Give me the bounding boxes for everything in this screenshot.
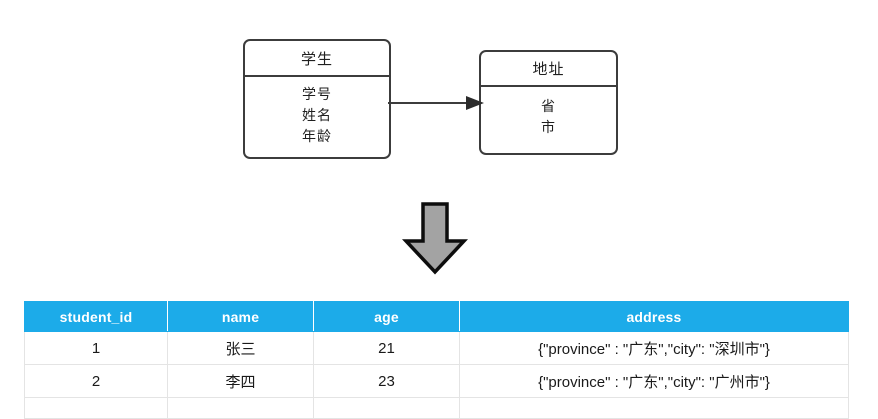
student-data-table: student_id name age address 1 张三 21 {"pr… xyxy=(24,301,849,419)
cell-age: 23 xyxy=(313,364,460,398)
column-header-age[interactable]: age xyxy=(313,301,460,332)
cell-student-id: 1 xyxy=(24,331,168,365)
cell-address xyxy=(459,397,849,419)
cell-name xyxy=(167,397,314,419)
cell-address: {"province" : "广东","city": "广州市"} xyxy=(459,364,849,398)
down-block-arrow-icon xyxy=(402,202,468,275)
student-entity-title: 学生 xyxy=(245,41,389,77)
address-entity: 地址 省 市 xyxy=(479,50,618,155)
column-header-student-id[interactable]: student_id xyxy=(24,301,168,332)
address-attribute-province: 省 xyxy=(541,98,556,114)
cell-address: {"province" : "广东","city": "深圳市"} xyxy=(459,331,849,365)
table-row[interactable]: 1 张三 21 {"province" : "广东","city": "深圳市"… xyxy=(24,331,849,365)
address-entity-title: 地址 xyxy=(481,52,616,87)
address-entity-attributes: 省 市 xyxy=(481,87,616,153)
cell-age xyxy=(313,397,460,419)
cell-student-id: 2 xyxy=(24,364,168,398)
table-header: student_id name age address xyxy=(24,301,849,332)
student-entity: 学生 学号 姓名 年龄 xyxy=(243,39,391,159)
table-row[interactable] xyxy=(24,397,849,419)
cell-age: 21 xyxy=(313,331,460,365)
student-entity-attributes: 学号 姓名 年龄 xyxy=(245,77,389,157)
table-body: 1 张三 21 {"province" : "广东","city": "深圳市"… xyxy=(24,331,849,419)
student-attribute-id: 学号 xyxy=(302,86,332,102)
table-row[interactable]: 2 李四 23 {"province" : "广东","city": "广州市"… xyxy=(24,364,849,398)
er-diagram: 学生 学号 姓名 年龄 地址 省 市 xyxy=(243,39,618,275)
cell-student-id xyxy=(24,397,168,419)
address-attribute-city: 市 xyxy=(541,119,556,135)
cell-name: 张三 xyxy=(167,331,314,365)
column-header-name[interactable]: name xyxy=(167,301,314,332)
cell-name: 李四 xyxy=(167,364,314,398)
student-attribute-name: 姓名 xyxy=(302,107,332,123)
student-attribute-age: 年龄 xyxy=(302,128,332,144)
table-header-row: student_id name age address xyxy=(24,301,849,332)
column-header-address[interactable]: address xyxy=(459,301,849,332)
relation-arrow-icon xyxy=(388,96,484,110)
